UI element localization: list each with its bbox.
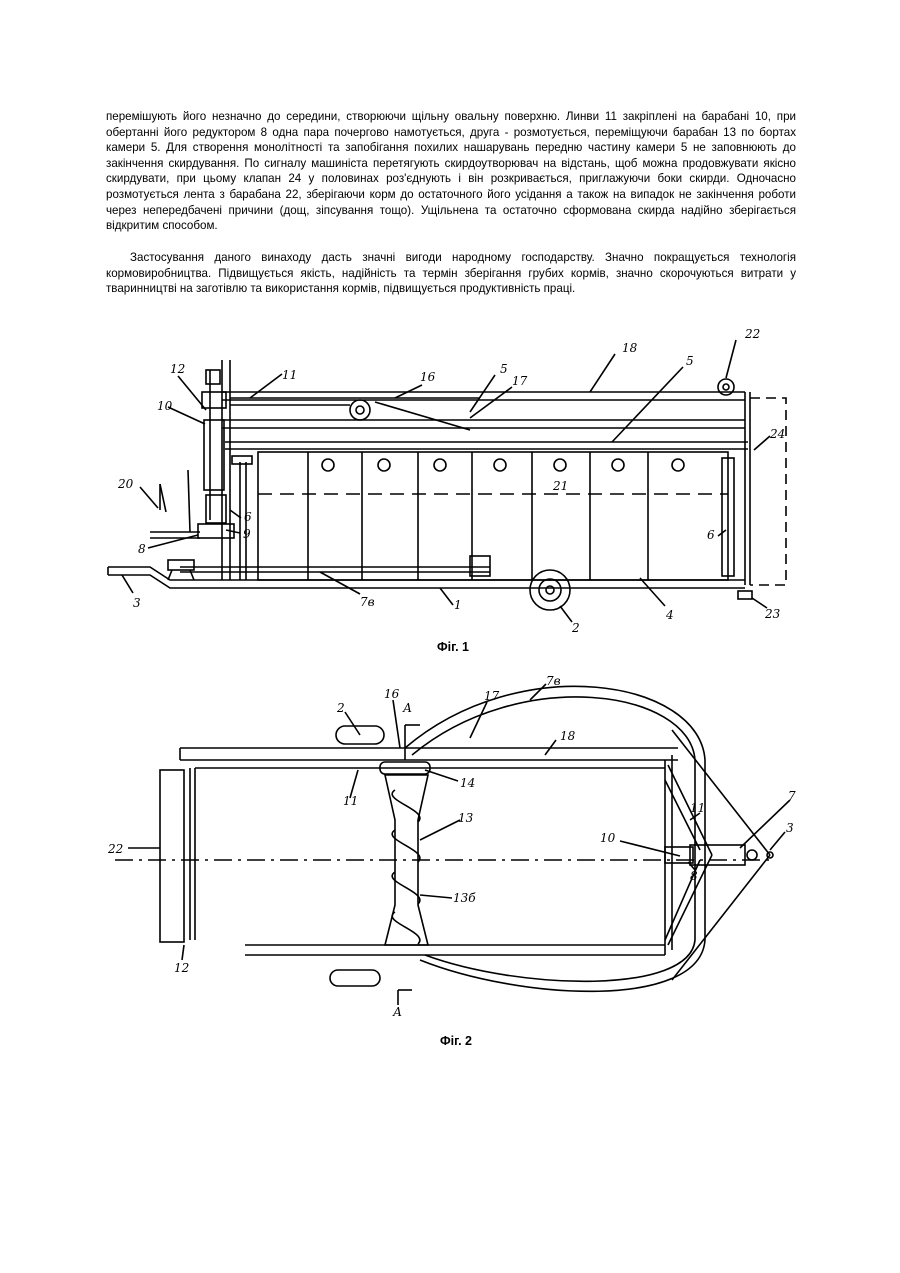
fig2-label-10: 10	[600, 831, 616, 845]
fig2-label-3: 3	[786, 821, 794, 835]
fig2-label-7b: 7в	[546, 674, 561, 688]
fig2-label-a-top: А	[402, 701, 412, 715]
fig2-label-11a: 11	[343, 794, 358, 808]
fig2-label-22: 22	[107, 842, 123, 856]
fig2-label-16: 16	[384, 687, 400, 701]
fig2-label-17: 17	[484, 689, 500, 703]
fig2-label-2: 2	[336, 701, 345, 715]
fig2-label-18: 18	[560, 729, 576, 743]
fig2-label-7: 7	[788, 789, 796, 803]
fig2-label-13: 13	[458, 811, 474, 825]
fig2-label-a-bottom: А	[392, 1005, 402, 1019]
fig2-label-12: 12	[174, 961, 189, 975]
figure-2-caption: Фіг. 2	[440, 1034, 472, 1048]
fig2-label-14: 14	[460, 776, 475, 790]
fig2-label-11b: 11	[690, 801, 705, 815]
figure-2-drawing: 2 16 А 17 7в 18 11 14 13 22 11 7 10 3 8 …	[0, 0, 900, 1060]
fig2-label-8: 8	[690, 869, 698, 883]
fig2-label-13b: 13б	[453, 891, 476, 905]
